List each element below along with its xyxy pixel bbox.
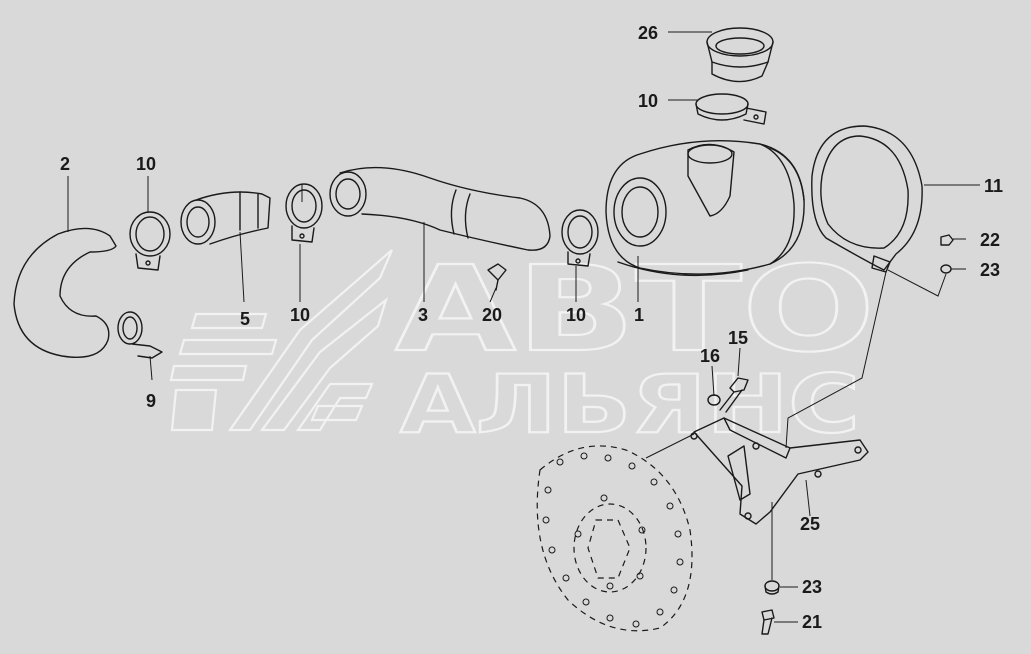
- part-15-bolt: [719, 377, 749, 413]
- part-10-mid-clamp: [285, 183, 323, 243]
- callout-15: 15: [728, 328, 748, 348]
- flywheel-housing-reference: [536, 445, 693, 632]
- part-1-air-filter-housing: [605, 139, 805, 277]
- callout-21: 21: [802, 612, 822, 632]
- callout-3: 3: [418, 305, 428, 325]
- callout-1: 1: [634, 305, 644, 325]
- watermark-logo: [169, 249, 394, 432]
- part-26-intake-funnel: [706, 27, 774, 83]
- part-21-bolt: [761, 609, 775, 635]
- leader-lines: [67, 31, 980, 623]
- callout-20: 20: [482, 305, 502, 325]
- callout-10-top: 10: [638, 91, 658, 111]
- callout-16: 16: [700, 346, 720, 366]
- watermark-text-line2: АЛЬЯНС: [400, 358, 860, 451]
- part-10-right-clamp: [561, 209, 599, 267]
- watermark-text-line1: АВТО: [395, 240, 875, 378]
- callout-5: 5: [240, 309, 250, 329]
- callout-10-right: 10: [566, 305, 586, 325]
- part-3-main-hose: [329, 166, 551, 251]
- callout-2: 2: [60, 154, 70, 174]
- callout-25: 25: [800, 514, 820, 534]
- part-25-bracket: [690, 417, 869, 525]
- part-9-small-clamp: [117, 311, 163, 359]
- part-10-top-clamp: [695, 93, 767, 125]
- callout-10-left: 10: [136, 154, 156, 174]
- part-22-nut: [940, 234, 954, 246]
- part-5-elbow-connector: [180, 191, 271, 245]
- callout-11: 11: [984, 176, 1003, 196]
- callout-23-bottom: 23: [802, 577, 822, 597]
- part-2-curved-hose: [13, 227, 117, 358]
- watermark: АВТО АЛЬЯНС: [169, 239, 876, 452]
- part-23-bottom-washer: [764, 580, 780, 595]
- callout-10-mid: 10: [290, 305, 310, 325]
- callout-9: 9: [146, 391, 156, 411]
- callouts: 26 10 11 22 23 2 10 5 10 3 20 10 1 9 15 …: [60, 23, 1003, 632]
- part-23-right-washer: [940, 264, 952, 274]
- callout-26: 26: [638, 23, 658, 43]
- callout-23-right: 23: [980, 260, 1000, 280]
- flywheel-bolt-holes: [542, 452, 684, 628]
- part-10-left-clamp: [129, 211, 171, 271]
- callout-22: 22: [980, 230, 1000, 250]
